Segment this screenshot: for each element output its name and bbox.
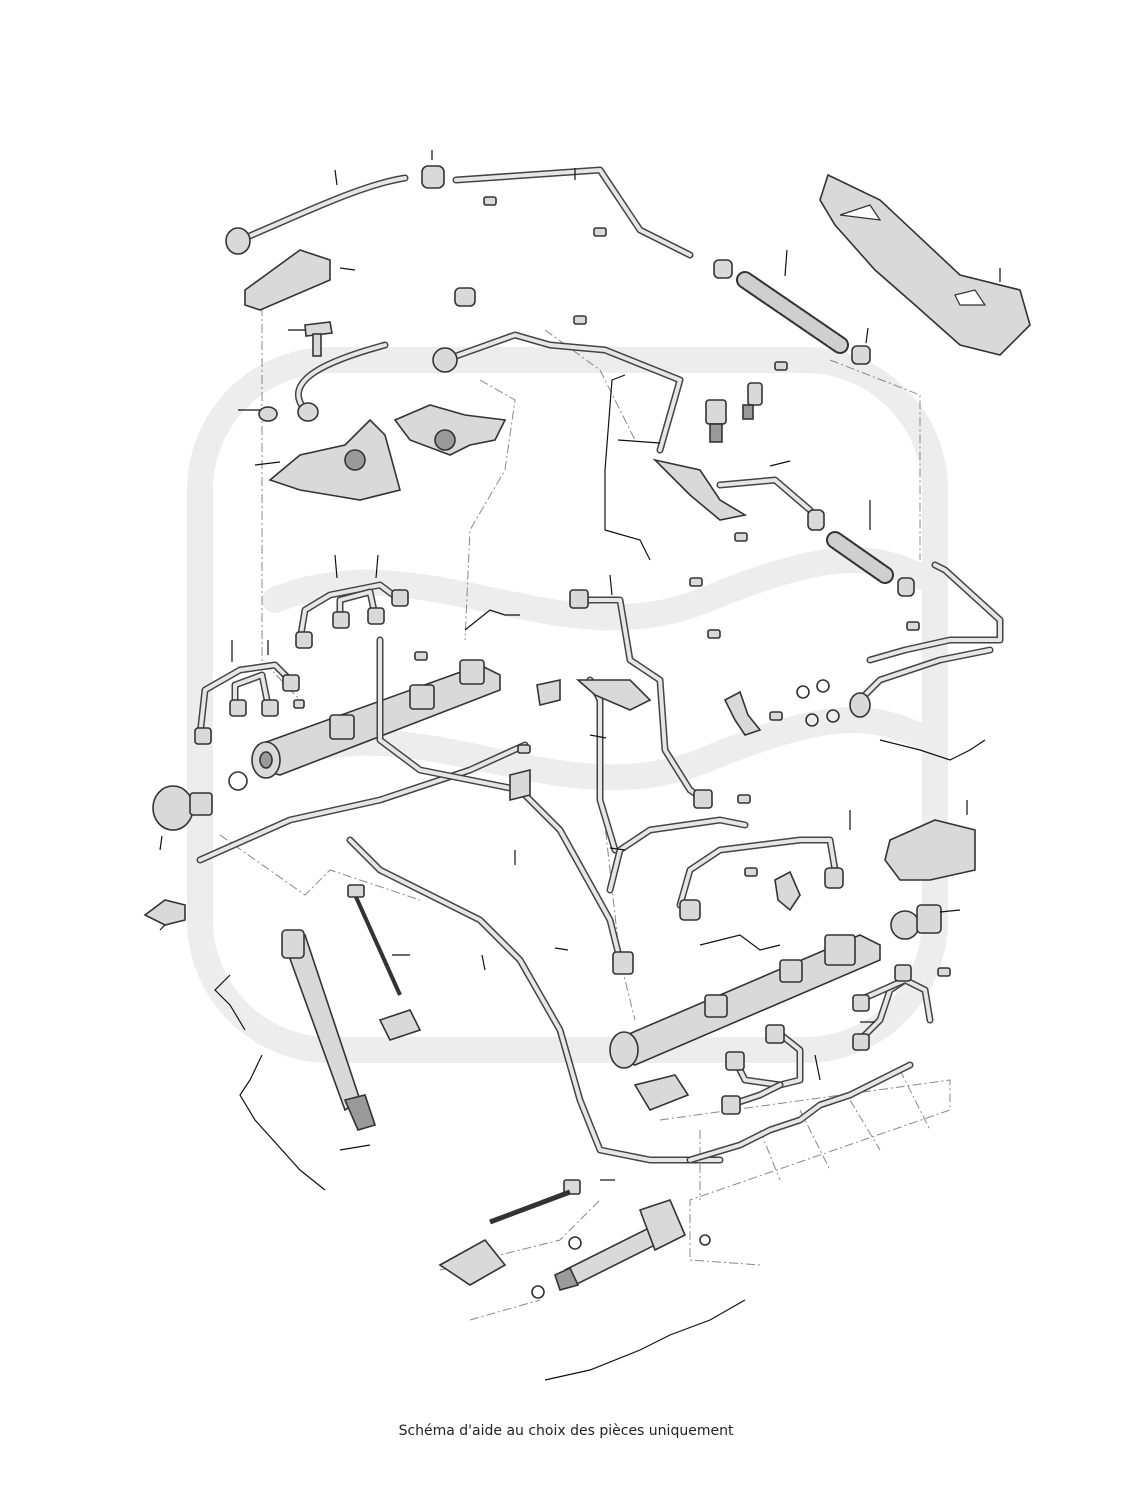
hose-end-fitting bbox=[225, 227, 251, 255]
screws bbox=[293, 196, 951, 977]
bracket-clip bbox=[536, 679, 561, 706]
seal-ring bbox=[228, 771, 248, 791]
clip-bracket bbox=[143, 899, 186, 926]
fuel-line-right bbox=[652, 458, 1004, 718]
clip bbox=[258, 406, 278, 422]
hose-clamp bbox=[713, 259, 733, 279]
injector-bracket-upper-right bbox=[393, 404, 507, 456]
bracket-clip bbox=[509, 768, 531, 802]
fuel-pipes-center bbox=[606, 816, 844, 921]
rail-pressure-sensor bbox=[890, 904, 942, 940]
fuel-injector-lower bbox=[554, 1199, 687, 1291]
temperature-sensor bbox=[742, 382, 763, 420]
bracket-small-center bbox=[774, 870, 801, 912]
injector-pipes-left bbox=[194, 581, 409, 745]
bracket-hole bbox=[434, 429, 456, 451]
hose-clamp bbox=[421, 165, 445, 189]
injector-pipes-right bbox=[721, 964, 934, 1115]
seal-ring bbox=[568, 1236, 582, 1250]
callout-leader-lines bbox=[159, 150, 1001, 1381]
mounting-bracket-upper bbox=[244, 249, 331, 311]
o-ring-set bbox=[796, 679, 840, 727]
seal-ring bbox=[699, 1234, 711, 1246]
assembly-guide-lines bbox=[219, 290, 951, 1321]
injector-clamp bbox=[378, 1009, 422, 1041]
pressure-sensor bbox=[705, 399, 727, 443]
injector-pipes-middle bbox=[569, 589, 713, 854]
injector-bracket-upper-left bbox=[268, 418, 401, 501]
fuel-injector-left bbox=[281, 929, 377, 1131]
bracket-small-right bbox=[723, 690, 762, 736]
bolt bbox=[304, 321, 333, 357]
hose-clamp bbox=[454, 287, 476, 307]
injector-bolt bbox=[347, 884, 402, 996]
coolant-hose-upper bbox=[258, 287, 684, 454]
fuel-return-line-lower bbox=[686, 1061, 914, 1164]
fuel-rail-right bbox=[609, 934, 881, 1069]
fuel-return-hose-top bbox=[225, 165, 871, 365]
injector-clamp-lower bbox=[438, 1238, 507, 1286]
seal-ring bbox=[531, 1285, 545, 1299]
heat-shield bbox=[819, 173, 1031, 356]
pressure-relief-valve bbox=[152, 785, 213, 831]
protective-sleeve bbox=[884, 819, 976, 881]
hose-clamp bbox=[851, 345, 871, 365]
fuel-return-line-left bbox=[143, 636, 724, 1164]
bracket-hole bbox=[344, 449, 366, 471]
injector-bolt-lower bbox=[489, 1179, 581, 1225]
wiring-clip bbox=[633, 1074, 690, 1111]
exploded-parts-diagram bbox=[143, 150, 1031, 1381]
diagram-caption: Schéma d'aide au choix des pièces unique… bbox=[398, 1423, 734, 1439]
